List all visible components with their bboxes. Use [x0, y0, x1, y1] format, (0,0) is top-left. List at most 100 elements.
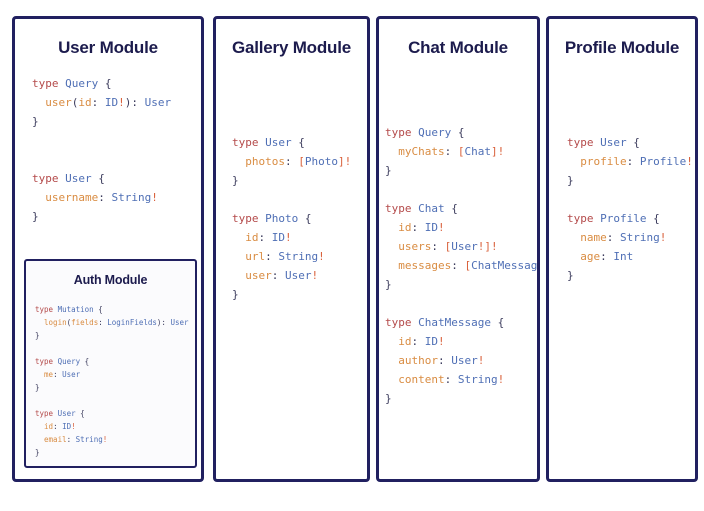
code-token: type: [232, 212, 266, 225]
code-token: Profile: [600, 212, 647, 225]
code-line: type Query {: [385, 123, 537, 142]
code-token: !: [151, 191, 158, 204]
code-line: photos: [Photo]!: [232, 152, 351, 171]
code-token: [: [298, 155, 305, 168]
code-token: User: [57, 409, 76, 418]
code-token: myChats: [398, 145, 445, 158]
code-token: [385, 354, 398, 367]
code-token: LoginFields: [107, 318, 157, 327]
code-token: id: [78, 96, 92, 109]
code-line: [35, 342, 189, 355]
code-token: !: [497, 373, 505, 386]
code-token: :: [411, 335, 425, 348]
code-line: type User {: [32, 169, 171, 188]
code-token: String: [278, 250, 319, 263]
code-line: id: ID!: [35, 420, 189, 433]
code-token: :: [431, 240, 445, 253]
code-token: }: [385, 392, 392, 405]
code-line: [32, 131, 171, 150]
module-title-chat: Chat Module: [408, 38, 508, 57]
code-line: author: User!: [385, 351, 537, 370]
code-token: :: [451, 259, 465, 272]
code-line: }: [35, 381, 189, 394]
code-line: type Photo {: [232, 209, 351, 228]
code-line: type Query {: [35, 355, 189, 368]
code-token: :: [271, 269, 285, 282]
code-token: User: [62, 370, 81, 379]
code-token: type: [385, 316, 419, 329]
code-token: [232, 269, 245, 282]
code-line: users: [User!]!: [385, 237, 537, 256]
code-line: content: String!: [385, 370, 537, 389]
code-line: age: Int: [567, 247, 693, 266]
code-token: :: [438, 354, 452, 367]
code-token: [385, 145, 398, 158]
module-card-auth[interactable]: Auth Module type Mutation { login(fields…: [24, 259, 197, 468]
code-token: fields: [71, 318, 99, 327]
code-line: type ChatMessage {: [385, 313, 537, 332]
code-token: }: [385, 278, 392, 291]
code-token: :: [411, 221, 425, 234]
code-line: url: String!: [232, 247, 351, 266]
code-line: user: User!: [232, 266, 351, 285]
code-token: !: [344, 155, 352, 168]
module-card-profile[interactable]: Profile Module type User { profile: Prof…: [546, 16, 698, 482]
code-token: id: [398, 335, 412, 348]
code-token: login: [44, 318, 67, 327]
module-card-chat[interactable]: Chat Module type Query { myChats: [Chat]…: [376, 16, 540, 482]
code-token: ChatMessage: [418, 316, 491, 329]
code-token: type: [232, 136, 266, 149]
code-token: :: [444, 373, 458, 386]
code-token: User: [170, 318, 189, 327]
code-token: String: [620, 231, 660, 244]
code-token: }: [32, 210, 39, 223]
code-token: age: [580, 250, 601, 263]
code-token: :: [53, 422, 63, 431]
code-token: Chat: [464, 145, 491, 158]
code-token: type: [35, 357, 58, 366]
code-line: type Profile {: [567, 209, 693, 228]
code-line: email: String!: [35, 433, 189, 446]
code-token: ID: [104, 96, 119, 109]
code-line: }: [232, 285, 351, 304]
code-token: photos: [245, 155, 285, 168]
code-token: String: [75, 435, 103, 444]
code-line: id: ID!: [232, 228, 351, 247]
code-token: ID: [424, 221, 438, 234]
code-token: :: [258, 231, 272, 244]
code-line: login(fields: LoginFields): User: [35, 316, 189, 329]
code-token: !: [659, 231, 667, 244]
code-token: !: [438, 335, 445, 348]
module-card-user[interactable]: User Module type Query { user(id: ID!): …: [12, 16, 204, 482]
code-token: :: [91, 96, 105, 109]
code-token: String: [111, 191, 152, 204]
code-line: [232, 190, 351, 209]
code-token: :: [98, 191, 112, 204]
code-token: ]: [484, 240, 491, 253]
code-line: }: [35, 329, 189, 342]
code-token: [385, 221, 398, 234]
code-line: me: User: [35, 368, 189, 381]
code-token: Query: [65, 77, 99, 90]
code-token: }: [232, 174, 239, 187]
code-token: :: [98, 318, 108, 327]
code-line: }: [567, 266, 693, 285]
code-token: {: [98, 77, 112, 90]
code-token: User: [451, 354, 478, 367]
code-token: !: [477, 354, 485, 367]
code-token: :: [66, 435, 76, 444]
code-token: Mutation: [57, 305, 94, 314]
module-card-gallery[interactable]: Gallery Module type User { photos: [Phot…: [213, 16, 370, 482]
code-token: [385, 373, 398, 386]
code-token: :: [600, 250, 614, 263]
code-token: ID: [424, 335, 438, 348]
module-title-profile: Profile Module: [564, 38, 680, 57]
code-line: messages: [ChatMessage]!: [385, 256, 537, 275]
code-line: id: ID!: [385, 332, 537, 351]
code-token: [232, 155, 245, 168]
code-token: :: [53, 370, 63, 379]
code-line: }: [32, 207, 171, 226]
code-token: id: [44, 422, 54, 431]
code-token: [35, 370, 44, 379]
